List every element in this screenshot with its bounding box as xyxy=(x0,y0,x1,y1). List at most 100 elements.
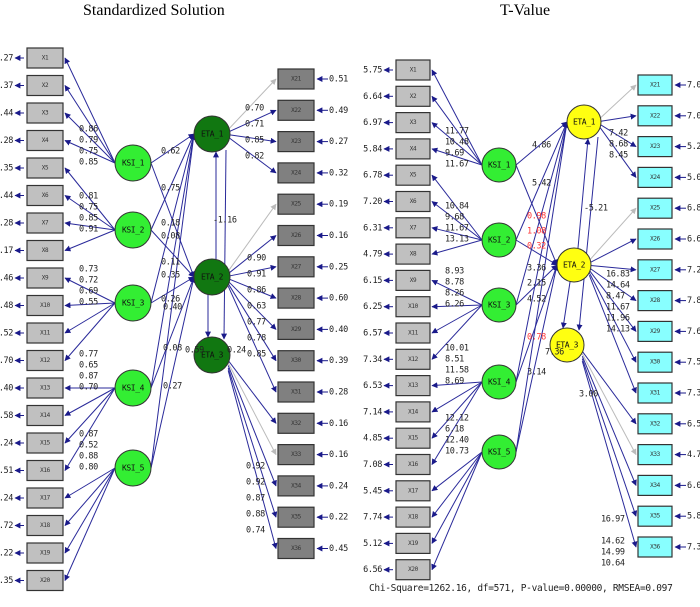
loading-value-X11: 8.26 xyxy=(445,289,464,299)
observed-box-X10 xyxy=(395,296,431,318)
observed-box-X20 xyxy=(26,569,64,592)
loading-path-X29 xyxy=(227,280,277,330)
error-value-X1: 0.27 xyxy=(0,54,13,64)
error-value-X36: 7.31 xyxy=(687,543,700,553)
loading-path-X18 xyxy=(64,467,116,526)
observed-box-X18 xyxy=(26,514,64,537)
observed-box-X5 xyxy=(26,157,64,179)
gamma-value-8: 4.52 xyxy=(527,295,546,305)
loading-value-X24: 8.45 xyxy=(609,151,628,161)
loading-path-X21 xyxy=(227,78,277,130)
standardized-solution-panel: X10.27X20.37X30.44X40.28X50.35X60.44X70.… xyxy=(0,47,349,592)
observed-box-X30 xyxy=(637,351,673,373)
error-value-X25: 6.85 xyxy=(687,204,700,214)
loading-path-X28 xyxy=(589,267,637,302)
loading-value-X35: 0.88 xyxy=(246,510,265,520)
observed-label-X28: X28 xyxy=(650,297,660,304)
beta-value-3: 0.24 xyxy=(227,346,246,356)
error-value-X22: 7.00 xyxy=(687,111,700,121)
observed-label-X15: X15 xyxy=(408,435,418,442)
beta-value-1: -1.16 xyxy=(213,216,237,226)
loading-path-X36 xyxy=(227,370,278,550)
loading-path-X8 xyxy=(431,239,483,256)
observed-box-X14 xyxy=(26,404,64,427)
loading-value-X4: 11.67 xyxy=(445,160,469,170)
loading-path-X13 xyxy=(431,381,483,389)
loading-value-X22: 7.42 xyxy=(609,129,628,139)
loading-path-X8 xyxy=(64,229,116,252)
latent-KSI_4 xyxy=(481,364,517,400)
latent-label-ETA_1: ETA_1 xyxy=(201,130,224,139)
observed-label-X11: X11 xyxy=(40,330,50,337)
loading-path-X36 xyxy=(581,361,638,548)
error-value-X27: 0.25 xyxy=(329,262,348,272)
loading-path-X23 xyxy=(228,134,277,144)
loading-path-X10 xyxy=(64,302,116,309)
observed-label-X2: X2 xyxy=(410,93,417,100)
error-value-X11: 0.52 xyxy=(0,329,13,339)
observed-box-X2 xyxy=(26,74,64,97)
observed-box-X8 xyxy=(395,243,431,265)
beta-path-eta1-eta3 xyxy=(221,149,228,340)
loading-value-X6: 0.75 xyxy=(79,203,98,213)
gamma-path-5 xyxy=(150,133,197,469)
observed-label-X10: X10 xyxy=(408,303,418,310)
error-value-X27: 7.21 xyxy=(687,265,700,275)
error-value-X9: 0.46 xyxy=(0,274,13,284)
loading-path-X5 xyxy=(64,167,116,231)
loading-value-X33: 0.92 xyxy=(246,478,265,488)
error-value-X11: 6.57 xyxy=(363,329,382,339)
loading-value-X1: 0.86 xyxy=(79,125,98,135)
error-value-X31: 7.30 xyxy=(687,389,700,399)
loading-path-X15 xyxy=(64,387,116,444)
loading-path-X7 xyxy=(64,220,116,231)
observed-box-X33 xyxy=(637,444,673,466)
loading-value-X3: 0.75 xyxy=(79,147,98,157)
gamma-path-4 xyxy=(515,121,569,383)
loading-path-X1 xyxy=(431,69,483,166)
observed-label-X3: X3 xyxy=(42,110,49,117)
loading-path-X34 xyxy=(227,365,277,487)
observed-label-X13: X13 xyxy=(40,385,50,392)
loading-value-X23: 0.85 xyxy=(245,136,264,146)
gamma-path-9 xyxy=(150,276,195,389)
error-value-X8: 4.79 xyxy=(363,250,382,260)
loading-value-X12: 6.26 xyxy=(445,300,464,310)
observed-label-X22: X22 xyxy=(650,112,660,119)
gamma-value-9: 0.78 xyxy=(527,333,546,343)
observed-label-X27: X27 xyxy=(291,263,301,270)
error-value-X30: 0.39 xyxy=(329,356,348,366)
error-value-X35: 5.87 xyxy=(687,512,700,522)
error-value-X17: 5.45 xyxy=(363,486,382,496)
loading-value-X31: 0.85 xyxy=(247,350,266,360)
observed-box-X11 xyxy=(26,322,64,344)
error-value-X22: 0.49 xyxy=(329,106,348,116)
error-value-X33: 0.16 xyxy=(329,450,348,460)
observed-label-X27: X27 xyxy=(650,266,660,273)
observed-label-X31: X31 xyxy=(650,390,660,397)
observed-label-X17: X17 xyxy=(408,487,418,494)
loading-value-X34: 0.87 xyxy=(246,494,265,504)
observed-label-X33: X33 xyxy=(291,451,301,458)
error-value-X33: 4.78 xyxy=(687,450,700,460)
latent-label-KSI_1: KSI_1 xyxy=(488,161,511,170)
observed-label-X1: X1 xyxy=(410,67,417,74)
beta-value-2: 7.36 xyxy=(545,348,564,358)
loading-path-X9 xyxy=(64,277,116,304)
observed-label-X29: X29 xyxy=(650,328,660,335)
loading-path-X35 xyxy=(581,358,638,517)
latent-label-ETA_2: ETA_2 xyxy=(201,273,224,282)
error-value-X28: 7.85 xyxy=(687,296,700,306)
observed-label-X34: X34 xyxy=(650,482,660,489)
loading-value-X17: 0.87 xyxy=(79,430,98,440)
error-value-X4: 5.84 xyxy=(363,144,382,154)
latent-label-ETA_1: ETA_1 xyxy=(573,118,596,127)
observed-box-X24 xyxy=(637,166,673,188)
observed-label-X6: X6 xyxy=(42,192,49,199)
observed-box-X15 xyxy=(395,427,431,449)
loading-value-X36: 0.74 xyxy=(246,526,265,536)
observed-box-X30 xyxy=(277,350,315,372)
loading-value-X27: 0.86 xyxy=(247,286,266,296)
observed-box-X25 xyxy=(637,197,673,219)
loading-value-X9: 8.93 xyxy=(445,267,464,277)
